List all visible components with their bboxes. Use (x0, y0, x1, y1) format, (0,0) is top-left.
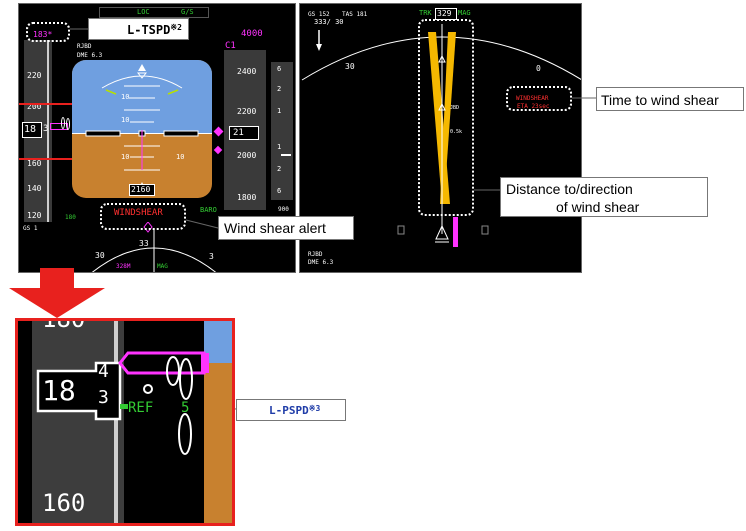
speed-tape-scale (47, 40, 49, 222)
zoom-symbols (36, 351, 209, 455)
pitch-label: 10 (121, 116, 130, 124)
radio-altitude: 2160 (131, 185, 151, 194)
station-ident: RJBD (77, 43, 92, 50)
zoom-ref-digit: 5 (181, 400, 190, 416)
speed-tick-label: 220 (27, 71, 42, 80)
altitude-tick-label: 2200 (237, 107, 257, 116)
ground-speed-readout: GS 1 (23, 225, 38, 232)
nd-ground-speed: GS 152 (308, 11, 330, 18)
speed-readout-box (22, 122, 42, 138)
zoom-speed-roll-bottom: 3 (98, 387, 109, 408)
distance-to-wind-shear-callout: Distance to/direction of wind shear (500, 177, 708, 217)
zoom-speed-tick: 180 (42, 318, 86, 333)
windshear-alert-callout: Wind shear alert (218, 216, 354, 240)
nd-heading: 329 (437, 9, 452, 18)
zoom-speed-roll-top: 4 (98, 361, 109, 382)
nd-windshear-label: WINDSHEAR (516, 95, 549, 102)
fma-loc: LOC (137, 8, 150, 16)
vs-tick-label: 2 (277, 165, 282, 173)
radio-altitude-box (129, 184, 155, 196)
ch-label: C1 (225, 41, 236, 51)
sky-area (72, 60, 212, 133)
nd-station-ident: RJBD (308, 251, 323, 258)
zoom-attitude-ground (204, 363, 232, 523)
nd-dme-distance: DME 6.3 (308, 259, 334, 266)
heading-label: 30 (95, 251, 105, 260)
lpspd-ellipse (66, 118, 70, 130)
compass-label: 0 (536, 64, 541, 73)
nd-mag-label: MAG (458, 9, 471, 17)
nd-wind: 333/ 30 (314, 18, 344, 26)
ltspd-callout: L-TSPD※2 (88, 18, 189, 40)
vertical-speed-scale (271, 62, 293, 200)
vs-tick-label: 2 (277, 85, 282, 93)
altitude-tick-label: 2400 (237, 67, 257, 76)
wind-shear-direction-highlight (418, 19, 474, 216)
track-label: TRK (419, 9, 432, 17)
windshear-alert: WINDSHEAR (114, 208, 163, 218)
zoom-tape-scale (114, 321, 118, 523)
zoom-speed-tick: 160 (42, 489, 86, 517)
time-to-wind-shear-highlight (506, 86, 572, 111)
nd-range-label: 0.5k (450, 129, 463, 135)
lpspd-footnote: ※3 (308, 404, 321, 413)
speed-tape-zoom: 180 18 4 3 REF 5 160 (15, 318, 235, 526)
altitude-tick-label: 1800 (237, 193, 257, 202)
altitude-tick-label: 2000 (237, 151, 257, 160)
pitch-label: 10 (176, 153, 185, 161)
heading-compass-arc (91, 222, 217, 272)
time-to-wind-shear-callout: Time to wind shear (596, 87, 744, 111)
ltspd-footnote: ※2 (170, 23, 182, 32)
attitude-indicator (72, 60, 212, 198)
speed-tick-label: 140 (27, 184, 42, 193)
baro-label: BARO (200, 206, 217, 214)
altitude-readout: 21 (233, 128, 244, 138)
zoom-ref-label: REF (128, 400, 154, 416)
fma-gs: G/S (181, 8, 194, 16)
speed-readout-roll: 3 (43, 124, 49, 134)
fma-bar (99, 7, 209, 18)
ltspd-label: L-TSPD (127, 23, 171, 37)
vs-pointer (281, 154, 291, 156)
altitude-readout-box (229, 126, 259, 140)
lpspd-callout: L-PSPD※3 (236, 399, 346, 421)
nd-compass-rose (301, 24, 581, 247)
vs-tick-label: 1 (277, 107, 282, 115)
speed-tick-label: 200 (27, 102, 42, 111)
vs-tick-label: 6 (277, 187, 282, 195)
nd-windshear-eta: ETA 23sec (517, 103, 550, 110)
selected-speed-readout: 183* (33, 30, 53, 39)
distance-label-line1: Distance to/direction (506, 181, 633, 197)
compass-label: 30 (345, 62, 355, 71)
speed-readout: 18 (24, 124, 37, 135)
speed-minus-readout: 180 (65, 214, 76, 221)
lpspd-label: L-PSPD (269, 404, 309, 417)
nd-true-airspeed: TAS 181 (342, 11, 368, 18)
windshear-alert-label: Wind shear alert (224, 220, 326, 236)
lpspd-ellipse (61, 117, 65, 129)
pitch-label: 10 (121, 93, 130, 101)
nd-fix-label: JBD (450, 105, 460, 111)
speed-tick-label: 120 (27, 211, 42, 220)
zoom-speed-readout: 18 (42, 374, 76, 407)
vs-tick-label: 1 (277, 143, 282, 151)
zoom-speed-tape (32, 321, 124, 523)
wind-arrow-icon (316, 30, 322, 51)
time-to-wind-shear-label: Time to wind shear (601, 92, 719, 108)
baro-value: 900 (278, 206, 289, 213)
heading-label: 33 (139, 239, 149, 248)
selected-altitude-readout: 4000 (241, 29, 263, 39)
heading-digit: 3 (209, 252, 214, 261)
heading-mode: 328M (116, 263, 131, 270)
heading-mag-label: MAG (157, 263, 168, 270)
distance-label-line2: of wind shear (556, 199, 640, 215)
ltspd-highlight (26, 22, 70, 42)
speed-tick-label: 160 (27, 159, 42, 168)
windshear-alert-highlight (100, 203, 186, 230)
primary-flight-display: LOC G/S 183* 4000 C1 RJBD DME 6.3 220 20… (18, 3, 296, 273)
vs-tick-label: 6 (277, 65, 282, 73)
pitch-label: 10 (121, 153, 130, 161)
dme-distance: DME 6.3 (77, 52, 103, 59)
